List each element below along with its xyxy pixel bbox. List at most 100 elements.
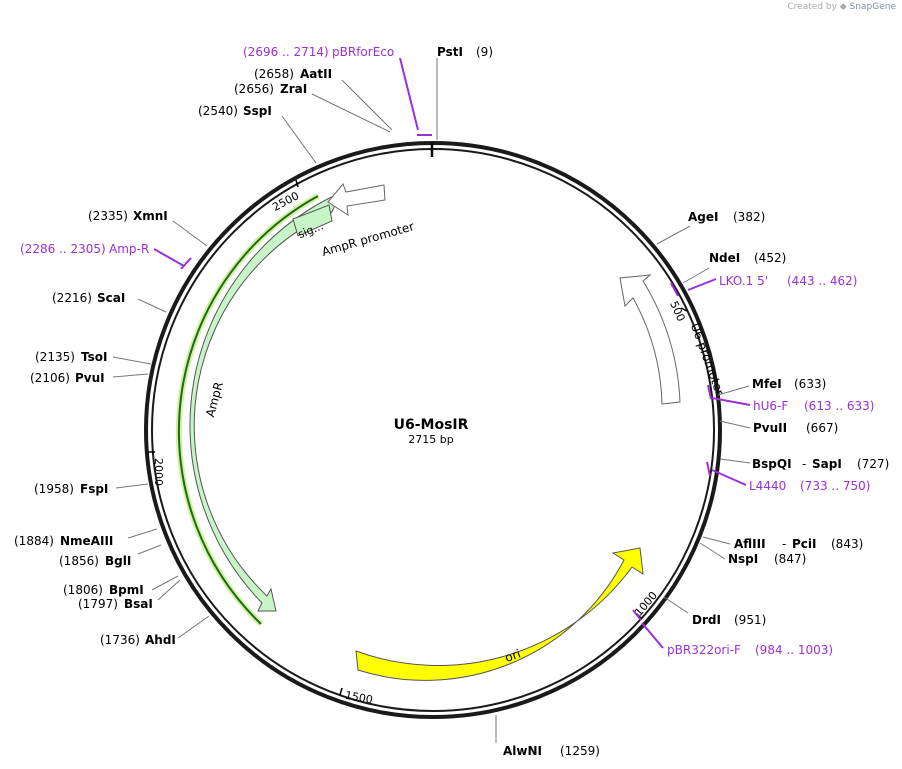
svg-text:AhdI: AhdI [145,633,176,647]
svg-text:LKO.1 5': LKO.1 5' [719,274,768,288]
site-drdi[interactable]: DrdI (951) [692,613,766,627]
svg-text:(1797): (1797) [78,597,118,611]
svg-text:pBRforEco: pBRforEco [332,45,394,59]
svg-text:ScaI: ScaI [97,291,125,305]
svg-text:(667): (667) [806,421,838,435]
svg-text:(633): (633) [794,377,826,391]
svg-text:-: - [782,537,786,551]
site-bgli[interactable]: (1856) BglI [59,554,131,568]
site-aatii[interactable]: (2658) AatII [254,67,332,81]
svg-text:PstI: PstI [437,45,463,59]
svg-text:(613 .. 633): (613 .. 633) [804,399,874,413]
site-bpmi[interactable]: (1806) BpmI [63,583,144,597]
site-sspi[interactable]: (2540) SspI [198,104,272,118]
svg-text:(1958): (1958) [34,482,74,496]
site-bsai[interactable]: (1797) BsaI [78,597,153,611]
svg-text:hU6-F: hU6-F [753,399,788,413]
primer-l4440[interactable]: L4440 (733 .. 750) [749,479,870,493]
svg-text:(984 .. 1003): (984 .. 1003) [755,643,833,657]
site-mfei[interactable]: MfeI (633) [752,377,826,391]
svg-text:(2106): (2106) [30,371,70,385]
svg-text:(382): (382) [733,210,765,224]
tick-1500: 1500 [339,687,374,707]
feature-u6-promoter[interactable]: U6 promoter [619,274,727,405]
site-nspi[interactable]: NspI (847) [728,552,806,566]
svg-text:AatII: AatII [300,67,332,81]
svg-text:(847): (847) [774,552,806,566]
snapgene-credit: Created by ◆ SnapGene [787,2,896,12]
svg-text:FspI: FspI [80,482,108,496]
site-leaders [112,58,751,743]
svg-text:pBR322ori-F: pBR322ori-F [667,643,741,657]
site-ahdi[interactable]: (1736) AhdI [100,633,176,647]
svg-text:(1259): (1259) [560,744,600,758]
site-scai[interactable]: (2216) ScaI [52,291,125,305]
plasmid-length: 2715 bp [408,433,453,446]
svg-text:(2656): (2656) [234,82,274,96]
svg-text:(1884): (1884) [14,534,54,548]
svg-text:BpmI: BpmI [109,583,144,597]
site-fspi[interactable]: (1958) FspI [34,482,108,496]
site-nmeaiii[interactable]: (1884) NmeAIII [14,534,113,548]
site-tsoi[interactable]: (2135) TsoI [35,350,107,364]
ampr-primer-track [177,195,319,625]
primer-pbr322ori-f[interactable]: pBR322ori-F (984 .. 1003) [667,643,833,657]
svg-text:NmeAIII: NmeAIII [60,534,113,548]
svg-text:(727): (727) [857,457,889,471]
plasmid-name: U6-MosIR [394,417,469,433]
svg-text:(2658): (2658) [254,67,294,81]
svg-text:(2335): (2335) [88,209,128,223]
svg-text:-: - [802,457,806,471]
svg-text:AflIII: AflIII [734,537,766,551]
primer-hu6-f[interactable]: hU6-F (613 .. 633) [753,399,874,413]
site-alwni[interactable]: AlwNI (1259) [503,744,600,758]
svg-text:NspI: NspI [728,552,758,566]
tick-label-2000: 2000 [152,458,165,486]
feature-label-ampr: AmpR [203,380,226,418]
svg-text:DrdI: DrdI [692,613,721,627]
svg-text:(951): (951) [734,613,766,627]
svg-text:BsaI: BsaI [124,597,153,611]
site-pvui[interactable]: (2106) PvuI [30,371,105,385]
site-psti[interactable]: PstI (9) [437,45,493,59]
svg-text:(2286 .. 2305): (2286 .. 2305) [20,242,106,256]
svg-text:AlwNI: AlwNI [503,744,542,758]
primer-labels: (2696 .. 2714) pBRforEco LKO.1 5' (443 .… [20,45,874,657]
svg-text:(2216): (2216) [52,291,92,305]
svg-text:AgeI: AgeI [688,210,718,224]
feature-label-ori: ori [503,646,522,664]
site-agei[interactable]: AgeI (382) [688,210,765,224]
tick-2000: 2000 [148,451,165,486]
svg-text:ZraI: ZraI [280,82,307,96]
site-bspqi-sapi[interactable]: BspQI - SapI (727) [752,457,889,471]
feature-ori[interactable]: ori [355,547,644,681]
site-pvuii[interactable]: PvuII (667) [753,421,838,435]
svg-text:(2696 .. 2714): (2696 .. 2714) [243,45,329,59]
svg-text:(733 .. 750): (733 .. 750) [800,479,870,493]
svg-text:(1806): (1806) [63,583,103,597]
feature-ampr-promoter[interactable]: AmpR promoter [320,183,416,259]
credit-prefix: Created by [787,2,837,12]
svg-text:(1736): (1736) [100,633,140,647]
tick-label-1500: 1500 [344,689,374,707]
svg-text:NdeI: NdeI [709,251,740,265]
svg-text:TsoI: TsoI [81,350,107,364]
svg-text:PvuI: PvuI [75,371,105,385]
primer-lko1-5[interactable]: LKO.1 5' (443 .. 462) [719,274,857,288]
svg-text:(443 .. 462): (443 .. 462) [787,274,857,288]
svg-text:Amp-R: Amp-R [109,242,149,256]
svg-text:SspI: SspI [243,104,272,118]
svg-text:PciI: PciI [792,537,817,551]
credit-brand: SnapGene [849,2,896,12]
primer-pbrforeco[interactable]: (2696 .. 2714) pBRforEco [243,45,394,59]
site-ndei[interactable]: NdeI (452) [709,251,786,265]
site-afliii-pcii[interactable]: AflIII - PciI (843) [734,537,863,551]
primer-amp-r[interactable]: (2286 .. 2305) Amp-R [20,242,149,256]
svg-text:BspQI: BspQI [752,457,792,471]
svg-text:MfeI: MfeI [752,377,782,391]
site-zrai[interactable]: (2656) ZraI [234,82,307,96]
svg-text:(9): (9) [476,45,493,59]
site-xmni[interactable]: (2335) XmnI [88,209,168,223]
feature-label-ampr-promoter: AmpR promoter [320,219,416,259]
